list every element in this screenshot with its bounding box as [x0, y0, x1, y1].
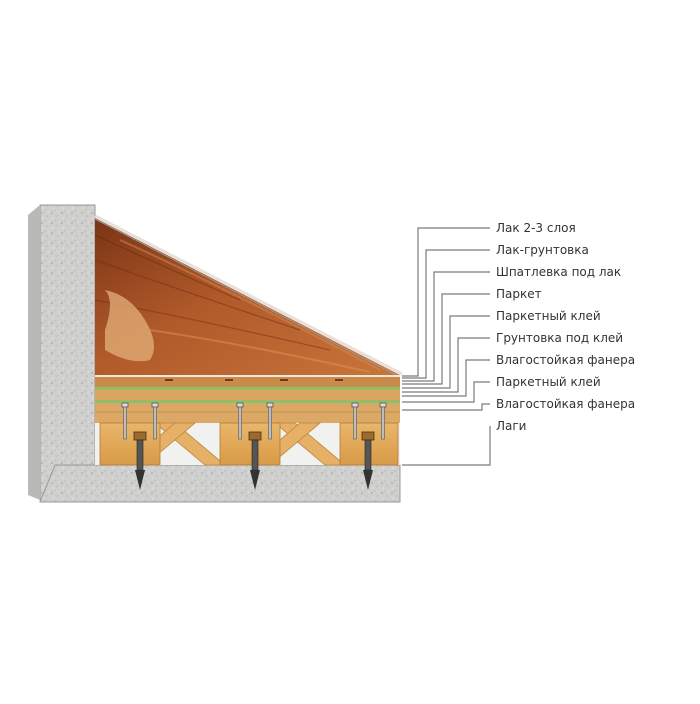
label-lacquer: Лак 2-3 слоя [496, 221, 576, 235]
leader-line [402, 315, 490, 389]
anchor-washer [133, 431, 147, 441]
label-lacquer-primer: Лак-грунтовка [496, 243, 589, 257]
label-parquet: Паркет [496, 287, 542, 301]
fasteners [121, 402, 387, 490]
label-plywood-1: Влагостойкая фанера [496, 353, 635, 367]
screw-head [236, 402, 244, 408]
leader-line [402, 381, 490, 403]
anchor-tip [135, 470, 145, 490]
leader-line [402, 271, 490, 382]
parquet-joint-marks [165, 379, 343, 381]
leader-line [402, 359, 490, 397]
anchor-washer [248, 431, 262, 441]
wood-grain [95, 234, 381, 373]
screw-head [266, 402, 274, 408]
plywood-glue-layer [95, 400, 400, 403]
leader-line [402, 426, 491, 466]
screw-shaft [123, 406, 127, 440]
screw-shaft [353, 406, 357, 440]
label-lacquer-filler: Шпатлевка под лак [496, 265, 621, 279]
concrete-wall [39, 204, 96, 501]
anchor-tip [250, 470, 260, 490]
anchor-bolt [136, 439, 144, 471]
parquet-glue-layer [95, 387, 400, 390]
leader-line [402, 227, 490, 377]
screw-shaft [153, 406, 157, 440]
label-joists: Лаги [496, 419, 526, 433]
screw-head [121, 402, 129, 408]
concrete-wall-side [28, 205, 40, 500]
plywood-layer-top [95, 390, 400, 400]
screw-shaft [238, 406, 242, 440]
screw-shaft [381, 406, 385, 440]
label-parquet-glue-1: Паркетный клей [496, 309, 601, 323]
screw-shaft [268, 406, 272, 440]
anchor-washer [361, 431, 375, 441]
anchor-bolt [251, 439, 259, 471]
screw-head [351, 402, 359, 408]
parquet-surface [95, 218, 400, 375]
layer-labels: Лак 2-3 слоя Лак-грунтовка Шпатлевка под… [496, 221, 635, 433]
label-parquet-glue-2: Паркетный клей [496, 375, 601, 389]
label-glue-primer: Грунтовка под клей [496, 331, 623, 345]
leader-line [402, 249, 490, 379]
leader-lines [402, 227, 491, 466]
screw-head [151, 402, 159, 408]
plywood-layer-bottom [95, 403, 400, 423]
screw-head [379, 402, 387, 408]
leader-line [402, 403, 490, 411]
anchor-tip [363, 470, 373, 490]
concrete-slab [39, 464, 401, 503]
anchor-bolt [364, 439, 372, 471]
leader-line [402, 293, 490, 385]
label-plywood-2: Влагостойкая фанера [496, 397, 635, 411]
parquet-layer-edge [95, 375, 400, 387]
leader-line [402, 337, 490, 393]
